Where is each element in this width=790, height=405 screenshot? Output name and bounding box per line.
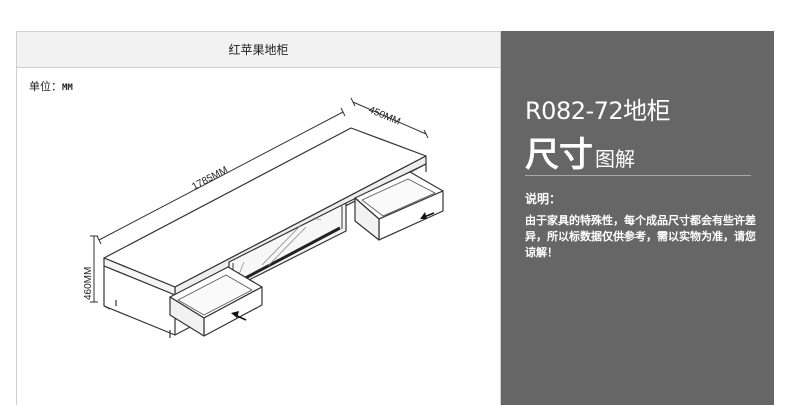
depth-dimension-label: 450MM [367, 105, 402, 128]
info-panel: R082-72地柜 尺寸图解 说明： 由于家具的特殊性，每个成品尺寸都会有些许差… [501, 31, 774, 405]
divider [525, 175, 751, 176]
tv-cabinet-drawing: 1785MM 450MM 460MM [83, 97, 444, 338]
depth-dimension-line [352, 101, 427, 135]
diagram-heading: 图解 [595, 147, 635, 171]
right-drawer-side [354, 197, 380, 241]
unit-label: 单位：MM [29, 78, 73, 94]
note-heading: 说明： [525, 192, 562, 206]
length-dimension-label: 1785MM [190, 165, 230, 193]
unit-label-text: 单位： [29, 80, 62, 93]
page-margin [774, 31, 790, 405]
product-title-bar: 红苹果地柜 [17, 32, 500, 68]
size-diagram-heading: 尺寸图解 [525, 127, 635, 176]
note-body: 由于家具的特殊性，每个成品尺寸都会有些许差异，所以标数据仅供参考，需以实物为准，… [525, 214, 756, 259]
model-title: R082-72地柜 [525, 97, 671, 125]
product-title: 红苹果地柜 [228, 43, 289, 57]
size-heading: 尺寸 [525, 135, 593, 175]
left-drawer-side [169, 296, 205, 337]
length-dimension-line [98, 111, 344, 241]
height-dimension-label: 460MM [83, 267, 94, 300]
unit-value: MM [62, 83, 73, 93]
